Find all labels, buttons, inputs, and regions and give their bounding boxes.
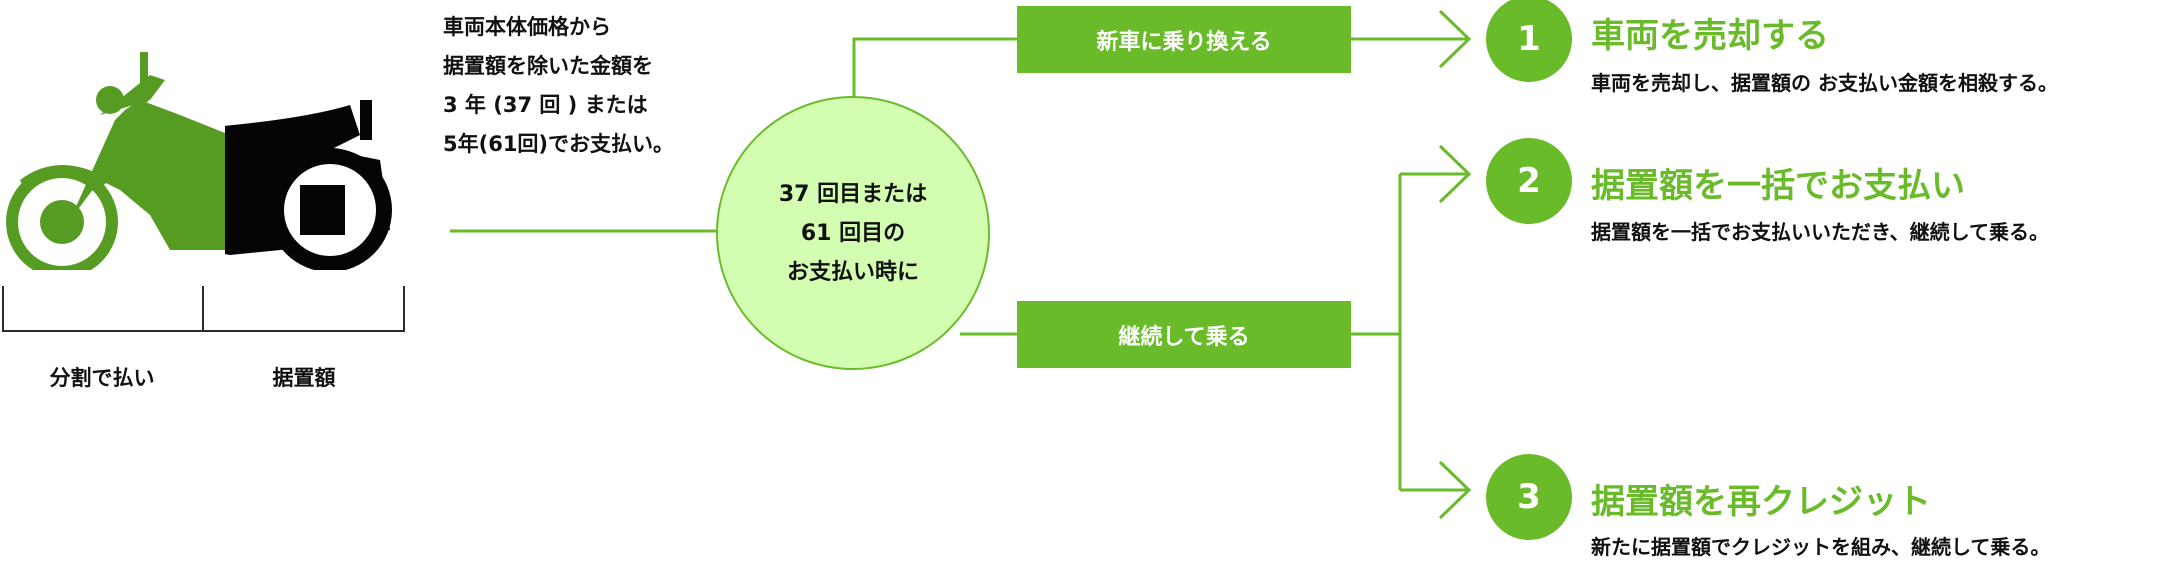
option-desc-1: 車両を売却し、据置額の お支払い金額を相殺する。 (1591, 71, 2058, 95)
hub-line: 37 回目または (778, 181, 928, 207)
motorcycle-icon (6, 52, 392, 270)
intro-text: 車両本体価格から 据置額を除いた金額を 3 年 (37 回 ) または 5年(6… (443, 8, 674, 164)
intro-line: 据置額を除いた金額を (443, 54, 653, 78)
installment-label: 分割で払い (49, 366, 155, 390)
choice-continue: 継続して乗る (1017, 301, 1351, 368)
hub-line: 61 回目の (800, 220, 906, 246)
option-number-1: 1 (1486, 0, 1572, 82)
choice-switch-new: 新車に乗り換える (1017, 6, 1351, 73)
timing-circle: 37 回目または 61 回目の お支払い時に (716, 96, 990, 370)
arrow-icons (1438, 9, 1472, 520)
option-desc-3: 新たに据置額でクレジットを組み、継続して乗る。 (1591, 535, 2051, 559)
intro-line: 3 年 (37 回 ) または (443, 93, 648, 117)
option-number-2: 2 (1486, 138, 1572, 224)
option-desc-2: 据置額を一括でお支払いいただき、継続して乗る。 (1591, 220, 2049, 244)
intro-line: 車両本体価格から (443, 15, 611, 39)
option-number-3: 3 (1486, 454, 1572, 540)
option-title-2: 据置額を一括でお支払い (1591, 166, 1965, 206)
bike-bracket (2, 286, 405, 332)
deferred-label: 据置額 (272, 366, 336, 390)
hub-line: お支払い時に (786, 259, 919, 285)
intro-line: 5年(61回)でお支払い。 (443, 132, 675, 156)
option-title-3: 据置額を再クレジット (1591, 482, 1931, 522)
option-title-1: 車両を売却する (1591, 16, 1829, 56)
